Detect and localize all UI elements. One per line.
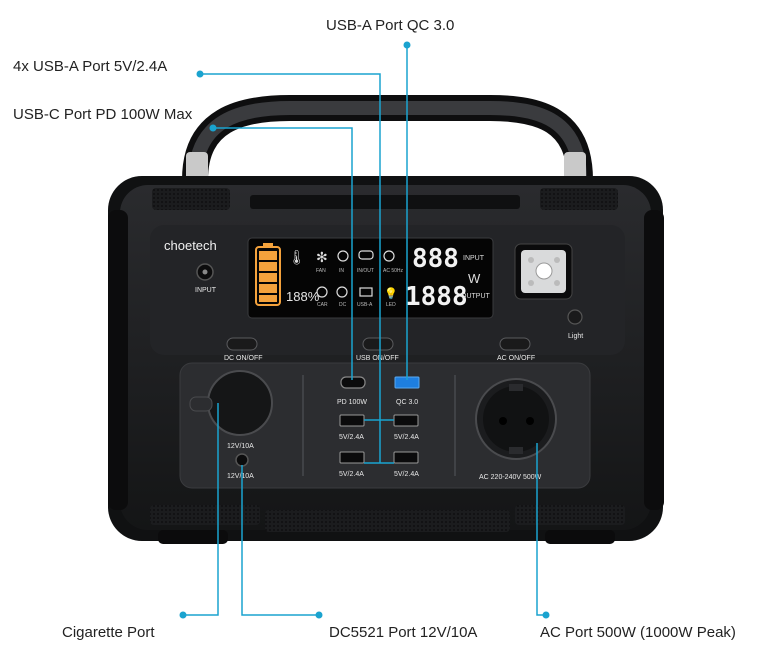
brand-logo: choetech xyxy=(164,238,217,253)
callout-usb-a-qc: USB-A Port QC 3.0 xyxy=(326,17,455,34)
usb-a-port-4 xyxy=(393,451,419,464)
usb-a-port-2-label: 5V/2.4A xyxy=(394,434,419,441)
callout-usb-a-4x: 4x USB-A Port 5V/2.4A xyxy=(13,58,168,75)
input-port-label: INPUT xyxy=(195,287,217,294)
cigarette-port xyxy=(189,370,273,436)
lcd-input-word: INPUT xyxy=(463,255,485,262)
lcd-car-label: CAR xyxy=(317,302,328,308)
led-lamp xyxy=(514,243,573,300)
usb-c-port xyxy=(340,376,366,389)
usb-a-port-4-label: 5V/2.4A xyxy=(394,471,419,478)
callout-dc5521: DC5521 Port 12V/10A xyxy=(329,624,478,641)
dc5521-port-label: 12V/10A xyxy=(227,473,254,480)
callout-usb-c: USB-C Port PD 100W Max xyxy=(13,106,193,123)
light-button-label: Light xyxy=(568,333,583,340)
leader-dots xyxy=(179,41,550,619)
usb-on-off-button[interactable] xyxy=(362,337,394,351)
ac-socket-label: AC 220-240V 500W xyxy=(479,474,542,481)
lcd-in-label: IN xyxy=(339,268,344,274)
cigarette-port-label: 12V/10A xyxy=(227,443,254,450)
callout-ac: AC Port 500W (1000W Peak) xyxy=(540,624,736,641)
dc-on-off-label: DC ON/OFF xyxy=(224,355,263,362)
dc-on-off-button[interactable] xyxy=(226,337,258,351)
lcd-battery-pct: 188% xyxy=(286,289,320,304)
lcd-input-digits: 888 xyxy=(412,244,459,274)
lcd-usba-label: USB-A xyxy=(357,302,373,308)
usb-a-port-3-label: 5V/2.4A xyxy=(339,471,364,478)
lcd-unit: W xyxy=(468,271,481,286)
ac-on-off-button[interactable] xyxy=(499,337,531,351)
lcd-ac-label: AC 50Hz xyxy=(383,268,404,274)
lcd-led-label: LED xyxy=(386,302,396,308)
usb-a-port-1-label: 5V/2.4A xyxy=(339,434,364,441)
callout-cigarette: Cigarette Port xyxy=(62,624,155,641)
lcd-dc-label: DC xyxy=(339,302,347,308)
lcd-output-digits: 1888 xyxy=(405,282,468,312)
usb-c-port-label: PD 100W xyxy=(337,399,367,406)
usb-a-port-2 xyxy=(393,414,419,427)
lcd-output-word: OUTPUT xyxy=(461,293,491,300)
svg-text:💡: 💡 xyxy=(384,287,398,300)
ac-socket xyxy=(475,378,557,460)
ac-on-off-label: AC ON/OFF xyxy=(497,355,535,362)
svg-text:🌡: 🌡 xyxy=(288,249,306,265)
lcd-fan-label: FAN xyxy=(316,268,326,274)
lcd-display: 🌡 ✻ FAN IN IN/OUT AC 50Hz 188% CAR DC US… xyxy=(247,237,494,319)
usb-a-qc-label: QC 3.0 xyxy=(396,399,418,406)
usb-on-off-label: USB ON/OFF xyxy=(356,355,399,362)
usb-a-port-3 xyxy=(339,451,365,464)
lcd-inout-label: IN/OUT xyxy=(357,268,374,274)
usb-a-port-1 xyxy=(339,414,365,427)
svg-text:✻: ✻ xyxy=(316,249,328,265)
dc5521-port xyxy=(235,453,249,467)
light-button[interactable] xyxy=(567,309,583,325)
